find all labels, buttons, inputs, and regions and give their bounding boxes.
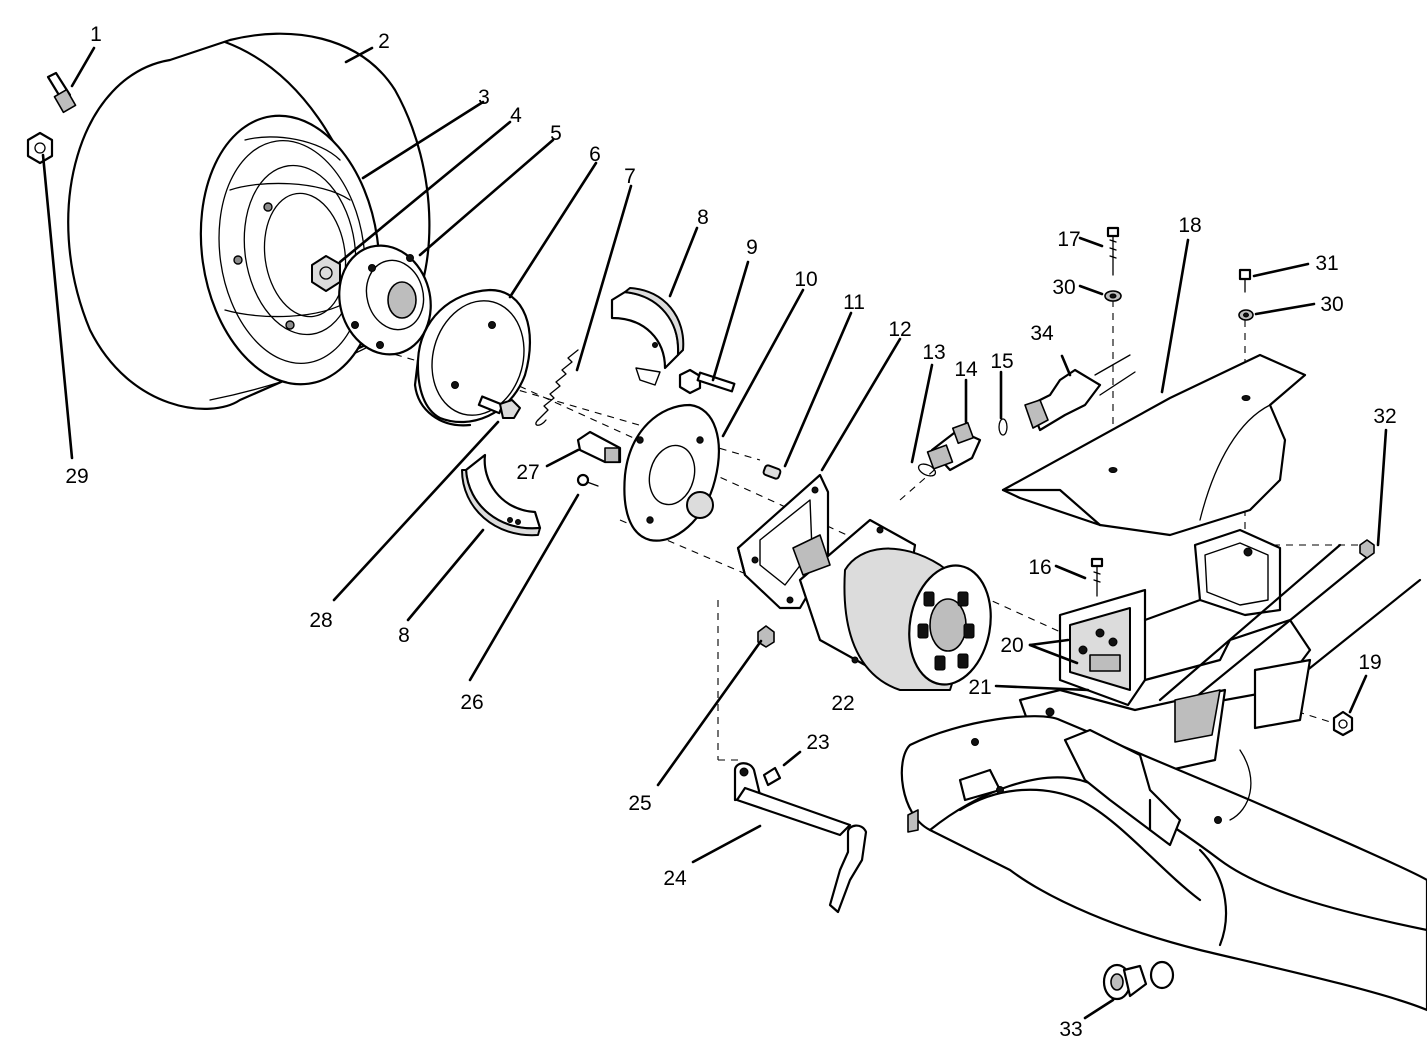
cover-shield xyxy=(1001,353,1307,537)
callout-14: 14 xyxy=(954,358,978,381)
callout-32: 32 xyxy=(1373,405,1396,428)
callout-2: 2 xyxy=(378,30,390,53)
callout-28: 28 xyxy=(309,609,332,632)
elbow-fitting xyxy=(926,421,982,472)
backing-plate xyxy=(623,403,720,542)
callout-34: 34 xyxy=(1030,322,1054,345)
callout-22: 22 xyxy=(831,692,854,715)
callout-16: 16 xyxy=(1028,556,1051,579)
tire-wheel-assembly xyxy=(67,32,431,410)
plate-screw xyxy=(576,473,599,487)
vehicle-frame xyxy=(900,528,1427,1012)
nut-19 xyxy=(1332,710,1354,737)
bolt-31 xyxy=(1238,268,1252,293)
callout-13: 13 xyxy=(922,341,945,364)
washer-30-right xyxy=(1238,309,1254,321)
callout-27: 27 xyxy=(516,461,539,484)
axle-bolt xyxy=(678,368,736,395)
leader-lines xyxy=(41,46,1388,1020)
cotter-pin xyxy=(762,766,782,787)
valve-stem xyxy=(46,71,77,114)
bushing xyxy=(1102,960,1175,1001)
callout-18: 18 xyxy=(1178,214,1201,237)
washer-30-left xyxy=(1104,290,1122,302)
callout-5: 5 xyxy=(550,122,562,145)
callout-26: 26 xyxy=(460,691,483,714)
callout-33: 33 xyxy=(1059,1018,1082,1041)
callout-17: 17 xyxy=(1057,228,1080,251)
callout-25: 25 xyxy=(628,792,651,815)
wheel-nut xyxy=(26,131,54,165)
callout-30-right: 30 xyxy=(1320,293,1343,316)
brake-spring xyxy=(535,349,579,426)
callout-20: 20 xyxy=(1000,634,1023,657)
callout-6: 6 xyxy=(589,143,601,166)
shaft-key xyxy=(762,464,782,480)
callout-29: 29 xyxy=(65,465,88,488)
callout-19: 19 xyxy=(1358,651,1381,674)
bolt-17 xyxy=(1106,226,1120,276)
hydraulic-hose xyxy=(1024,354,1136,432)
bolt-16 xyxy=(1090,557,1104,597)
lug-nut-icon xyxy=(311,255,341,292)
callout-10: 10 xyxy=(794,268,817,291)
brake-drum xyxy=(413,288,532,427)
nut-32 xyxy=(1359,539,1375,559)
o-ring xyxy=(917,463,937,477)
brake-cam xyxy=(576,430,622,464)
callout-9: 9 xyxy=(746,236,758,259)
callout-11: 11 xyxy=(843,291,865,314)
callout-8-upper: 8 xyxy=(697,206,709,229)
callout-7: 7 xyxy=(624,165,636,188)
callout-15: 15 xyxy=(990,350,1013,373)
callout-3: 3 xyxy=(478,86,490,109)
callout-23: 23 xyxy=(806,731,829,754)
callout-4: 4 xyxy=(510,104,522,127)
callout-30-left: 30 xyxy=(1052,276,1075,299)
drum-bolt xyxy=(477,395,521,419)
brake-shoe-upper xyxy=(610,287,685,386)
hydraulic-motor xyxy=(792,518,992,691)
callout-labels: 1 2 3 4 5 6 7 8 8 9 10 11 12 13 14 15 16… xyxy=(65,23,1396,1041)
callout-31: 31 xyxy=(1315,252,1338,275)
brake-shoe-lower xyxy=(461,453,542,537)
callout-24: 24 xyxy=(663,867,687,890)
callout-1: 1 xyxy=(90,23,102,46)
brake-lever xyxy=(733,762,868,914)
callout-8-lower: 8 xyxy=(398,624,410,647)
hub xyxy=(338,244,432,356)
callout-12: 12 xyxy=(888,318,911,341)
o-ring-small xyxy=(998,418,1008,436)
callout-21: 21 xyxy=(968,676,991,699)
